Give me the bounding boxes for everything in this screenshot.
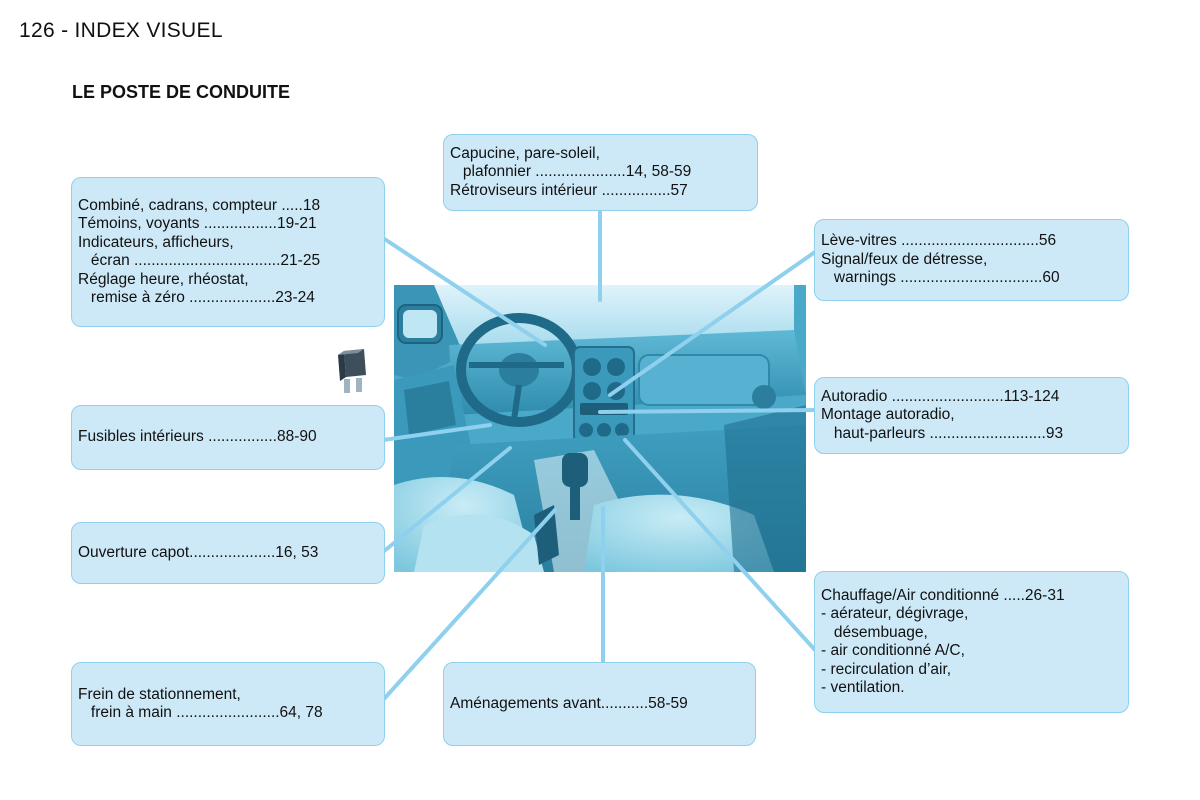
fuse-icon — [334, 347, 372, 397]
callout-line: Signal/feux de détresse, — [821, 250, 988, 268]
callout-line: warnings ...............................… — [821, 269, 1060, 287]
callout-handbrake: Frein de stationnement, frein à main ...… — [71, 662, 385, 746]
callout-line: Indicateurs, afficheurs, — [78, 233, 234, 251]
callout-line: - ventilation. — [821, 679, 905, 696]
callout-windows: Lève-vitres ............................… — [814, 219, 1129, 301]
callout-line: Montage autoradio, — [821, 406, 955, 424]
callout-radio: Autoradio ..........................113-… — [814, 377, 1129, 454]
callout-line: Fusibles intérieurs ................88-9… — [78, 428, 317, 446]
callout-line: Rétroviseurs intérieur ................5… — [450, 181, 688, 199]
callout-line: Capucine, pare-soleil, — [450, 144, 600, 162]
callout-climate: Chauffage/Air conditionné .....26-31 - a… — [814, 571, 1129, 713]
callout-line: Ouverture capot....................16, 5… — [78, 543, 319, 561]
callout-line: Réglage heure, rhéostat, — [78, 270, 249, 288]
callout-line: Combiné, cadrans, compteur .....18 — [78, 196, 321, 214]
car-interior-illustration — [394, 285, 806, 572]
page-header: 126 - INDEX VISUEL — [19, 19, 223, 42]
callout-line: plafonnier .....................14, 58-5… — [450, 163, 692, 181]
callout-line: - recirculation d’air, — [821, 660, 952, 678]
callout-instruments: Combiné, cadrans, compteur .....18 Témoi… — [71, 177, 385, 327]
callout-line: - aérateur, dégivrage, — [821, 605, 969, 622]
callout-line: Lève-vitres ............................… — [821, 232, 1057, 250]
callout-fuses: Fusibles intérieurs ................88-9… — [71, 405, 385, 470]
callout-line: Témoins, voyants .................19-21 — [78, 215, 317, 232]
callout-front-fittings: Aménagements avant...........58-59 — [443, 662, 756, 746]
callout-line: Autoradio ..........................113-… — [821, 387, 1060, 405]
callout-line: frein à main ........................64,… — [78, 704, 323, 721]
callout-line: remise à zéro ....................23-24 — [78, 289, 315, 306]
callout-line: écran ..................................… — [78, 252, 321, 269]
callout-line: désembuage, — [821, 623, 928, 641]
callout-bonnet: Ouverture capot....................16, 5… — [71, 522, 385, 584]
callout-visor: Capucine, pare-soleil, plafonnier ......… — [443, 134, 758, 211]
callout-line: haut-parleurs ..........................… — [821, 424, 1064, 442]
callout-line: Aménagements avant...........58-59 — [450, 694, 688, 712]
callout-line: - air conditionné A/C, — [821, 642, 965, 659]
callout-line: Frein de stationnement, — [78, 685, 241, 703]
car-interior-photo — [394, 285, 806, 572]
section-title: LE POSTE DE CONDUITE — [72, 82, 291, 102]
callout-line: Chauffage/Air conditionné .....26-31 — [821, 586, 1065, 604]
